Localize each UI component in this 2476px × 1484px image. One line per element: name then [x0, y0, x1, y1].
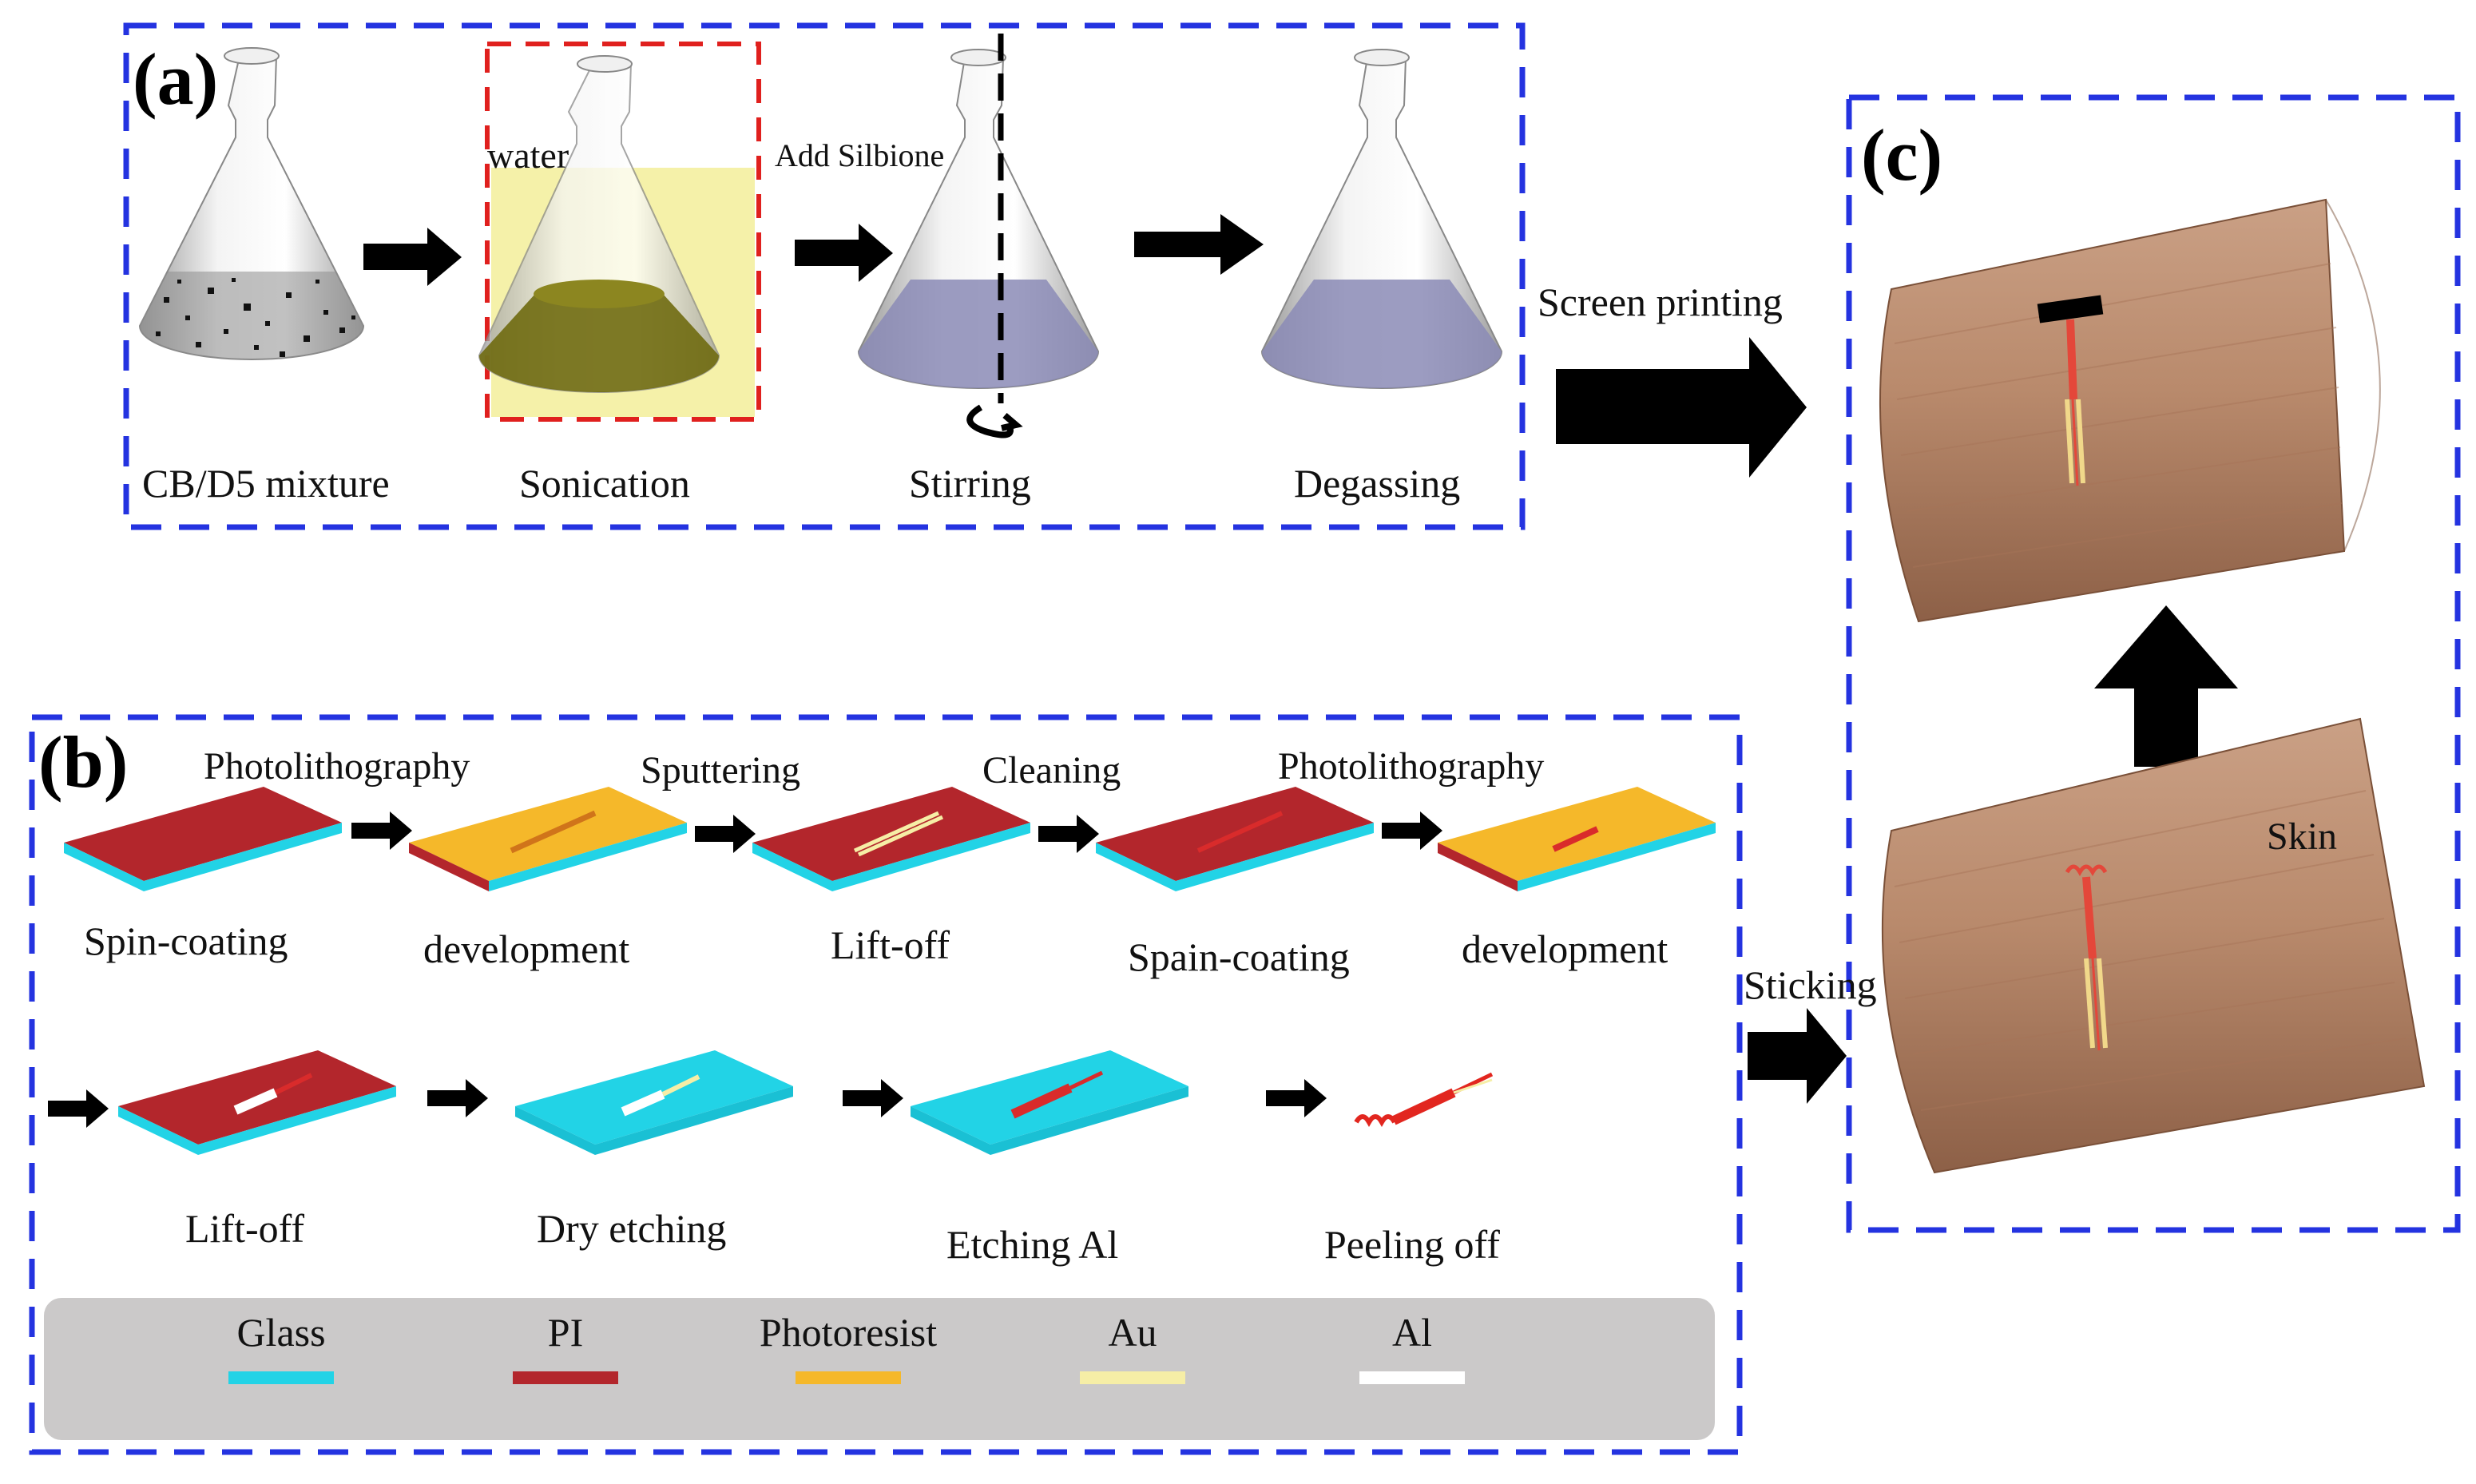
screen-printing-transfer: Screen printing	[1538, 280, 1807, 478]
sensor-trace	[2082, 876, 2097, 959]
arrow-icon	[843, 1079, 903, 1117]
connector-bar	[2037, 295, 2104, 323]
arrow-icon	[1748, 1008, 1847, 1104]
step-caption: Spain-coating	[1128, 934, 1350, 979]
arrow-icon	[1038, 815, 1099, 853]
sensor-serpentine	[2065, 864, 2108, 877]
panel-c-frame	[1846, 94, 2461, 1233]
step-caption: Spin-coating	[84, 919, 288, 963]
legend-swatch	[228, 1371, 334, 1384]
panel-a-arrows	[363, 214, 1264, 286]
row2-arrows	[48, 1079, 1327, 1128]
wafer-cleaning-spin-coating	[1096, 787, 1374, 891]
arrow-icon	[695, 815, 756, 853]
step-caption: Peeling off	[1324, 1222, 1500, 1267]
arrow-icon	[1134, 214, 1264, 275]
wafer-etching-al	[911, 1050, 1188, 1155]
sensor-trace	[2091, 958, 2101, 1051]
row1-arrows	[351, 811, 1442, 853]
step-caption: development	[423, 927, 629, 971]
flask-stirring: Add Silbione	[775, 34, 1100, 438]
flask-sonication: water	[478, 42, 761, 422]
big-arrow-icon	[1556, 337, 1807, 478]
legend-label: PI	[548, 1310, 583, 1355]
process-label: Photolithography	[204, 745, 470, 788]
panel-a-frame	[123, 22, 1526, 530]
arrow-icon	[48, 1089, 109, 1128]
wafer-spin-coating	[64, 787, 342, 891]
add-silbione-label: Add Silbione	[775, 137, 944, 173]
sensor-trace	[2097, 958, 2108, 1049]
legend-background	[44, 1298, 1715, 1440]
wafer-sputtering-liftoff	[752, 787, 1030, 891]
arrow-icon	[351, 811, 412, 850]
arrow-icon	[1382, 811, 1442, 850]
sensor-peeled-off	[1354, 1072, 1494, 1128]
step-caption: Dry etching	[537, 1206, 726, 1251]
sensor-trace	[2065, 399, 2074, 484]
materials-legend: Glass PI Photoresist Au Al	[44, 1298, 1715, 1440]
flask-degassing	[1260, 49, 1503, 389]
panel-a-tag: (a)	[133, 38, 218, 120]
sensor-trace	[2071, 399, 2079, 486]
arrow-icon	[1266, 1079, 1327, 1117]
step-caption: Lift-off	[831, 923, 950, 967]
screen-printing-label: Screen printing	[1538, 280, 1783, 324]
legend-label: Al	[1392, 1310, 1432, 1355]
step-caption: Lift-off	[185, 1206, 304, 1251]
up-arrow-icon	[2094, 605, 2238, 767]
skin-label: Skin	[2267, 815, 2337, 858]
sticking-transfer: Sticking	[1744, 962, 1877, 1104]
panel-a: (a) water	[123, 22, 1526, 530]
sensor-trace	[2084, 958, 2095, 1049]
arrow-icon	[427, 1079, 488, 1117]
step-caption: CB/D5 mixture	[142, 461, 390, 506]
legend-swatch	[1080, 1371, 1185, 1384]
skin-patch-upper	[1879, 198, 2381, 623]
panel-b-tag: (b)	[38, 721, 128, 803]
water-label: water	[487, 135, 569, 176]
legend-swatch	[796, 1371, 901, 1384]
arrow-icon	[795, 224, 893, 282]
skin-patch-lower: Skin	[1881, 717, 2426, 1174]
step-caption: Etching Al	[946, 1222, 1118, 1267]
legend-label: Glass	[236, 1310, 325, 1355]
wafer-photolithography-development	[409, 787, 687, 891]
legend-swatch	[1359, 1371, 1465, 1384]
step-caption: development	[1462, 927, 1668, 971]
panel-c-tag: (c)	[1861, 114, 1942, 196]
panel-b: (b)	[29, 714, 1743, 1455]
rotation-icon	[966, 404, 1023, 438]
panel-b-frame	[29, 714, 1743, 1455]
wafer-photolithography-development-2	[1438, 787, 1716, 891]
sonication-highlight-frame	[485, 42, 761, 422]
step-caption: Stirring	[909, 461, 1031, 506]
carbon-black-particles	[156, 278, 355, 357]
flask-cb-d5	[138, 47, 365, 360]
process-label: Sputtering	[641, 749, 800, 792]
process-label: Cleaning	[982, 749, 1121, 792]
sensor-trace	[2076, 399, 2085, 484]
step-caption: Degassing	[1294, 461, 1460, 506]
sticking-label: Sticking	[1744, 962, 1877, 1007]
legend-label: Photoresist	[760, 1310, 937, 1355]
wafer-dry-etching	[515, 1050, 793, 1155]
process-label: Photolithography	[1278, 745, 1544, 788]
sensor-trace	[2066, 319, 2077, 400]
wafer-liftoff-2	[118, 1050, 396, 1155]
legend-swatch	[513, 1371, 618, 1384]
step-caption: Sonication	[519, 461, 690, 506]
arrow-icon	[363, 228, 462, 286]
legend-label: Au	[1108, 1310, 1157, 1355]
panel-c: (c)	[1846, 94, 2461, 1233]
